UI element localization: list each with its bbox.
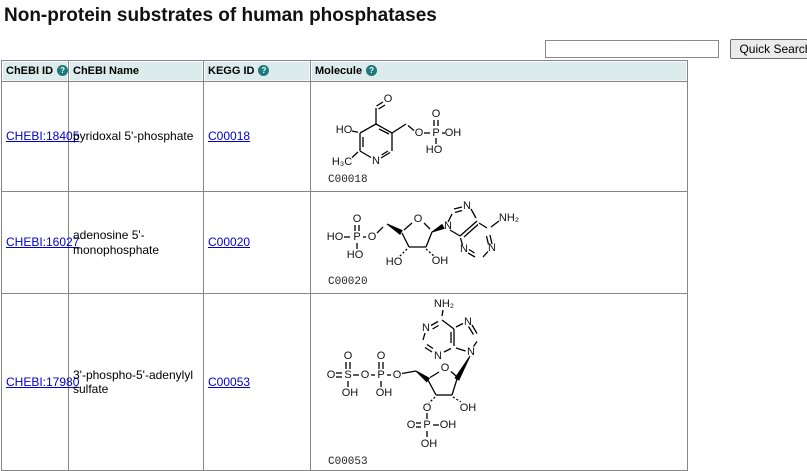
atom-label: O: [353, 212, 362, 224]
molecule-structure-c00020: HO P O HO O O HO OH N N N N NH₂ C00020: [327, 199, 519, 287]
kegg-id-link[interactable]: C00020: [208, 235, 251, 250]
atom-label: N: [372, 155, 380, 167]
column-header-label: ChEBI ID: [6, 65, 54, 77]
atom-label: HO: [347, 248, 364, 260]
atom-label: O: [377, 350, 386, 362]
substrates-table: ChEBI ID? ChEBI Name KEGG ID? Molecule? …: [1, 60, 688, 471]
atom-label: OH: [440, 419, 457, 431]
kegg-id-link[interactable]: C00018: [208, 129, 251, 144]
table-header-row: ChEBI ID? ChEBI Name KEGG ID? Molecule?: [1, 60, 688, 82]
atom-label: N: [422, 322, 430, 334]
atom-label: N: [488, 241, 496, 253]
quick-search-input[interactable]: [545, 40, 719, 58]
atom-label: P: [423, 419, 430, 431]
molecule-caption: C00020: [328, 275, 368, 287]
atom-label: O: [414, 212, 423, 224]
column-header-label: ChEBI Name: [73, 65, 140, 77]
kegg-id-cell: C00053: [203, 293, 311, 471]
table-row: CHEBI:16027 adenosine 5'-monophosphate C…: [1, 191, 688, 294]
atom-label: O: [384, 93, 393, 105]
atom-label: O: [393, 369, 402, 381]
atom-label: O: [432, 108, 441, 120]
atom-label: P: [377, 369, 384, 381]
atom-label: H₃C: [332, 156, 352, 168]
atom-label: HO: [336, 124, 353, 136]
kegg-id-cell: C00020: [203, 191, 311, 294]
atom-label: HO: [426, 144, 443, 156]
atom-label: O: [361, 369, 370, 381]
atom-label: HO: [327, 230, 344, 242]
kegg-id-link[interactable]: C00053: [208, 374, 251, 389]
atom-label: S: [344, 369, 351, 381]
molecule-caption: C00053: [328, 456, 368, 468]
quick-search-button[interactable]: Quick Search: [730, 39, 807, 59]
atom-label: O: [407, 419, 416, 431]
molecule-cell: O S O OH O P O OH O O N N N N NH₂ O O P …: [310, 293, 688, 471]
atom-label: N: [467, 346, 475, 358]
chebi-name-cell: 3'-phospho-5'-adenylyl sulfate: [68, 293, 204, 471]
atom-label: OH: [342, 387, 359, 399]
atom-label: NH₂: [499, 211, 519, 223]
chebi-name-cell: adenosine 5'-monophosphate: [68, 191, 204, 294]
column-header-label: KEGG ID: [208, 65, 255, 77]
column-header-label: Molecule: [315, 65, 363, 77]
atom-label: N: [464, 316, 472, 328]
chebi-name: pyridoxal 5'-phosphate: [73, 129, 194, 144]
molecule-structure-c00053: O S O OH O P O OH O O N N N N NH₂ O O P …: [327, 298, 478, 468]
column-header-molecule: Molecule?: [310, 60, 688, 82]
molecule-cell: HO P O HO O O HO OH N N N N NH₂ C00020: [310, 191, 688, 294]
atom-label: O: [344, 350, 353, 362]
chebi-name-cell: pyridoxal 5'-phosphate: [68, 81, 204, 192]
page-title: Non-protein substrates of human phosphat…: [4, 5, 437, 26]
atom-label: P: [353, 230, 360, 242]
atom-label: OH: [432, 254, 449, 266]
table-row: CHEBI:17980 3'-phospho-5'-adenylyl sulfa…: [1, 293, 688, 471]
atom-label: HO: [386, 255, 403, 267]
atom-label: O: [368, 230, 377, 242]
chebi-id-cell: CHEBI:18405: [1, 81, 79, 192]
atom-label: OH: [460, 402, 477, 414]
column-header-kegg-id: KEGG ID?: [203, 60, 311, 82]
help-icon[interactable]: ?: [57, 65, 68, 76]
molecule-caption: C00018: [328, 174, 368, 186]
search-bar: Quick Search: [545, 39, 807, 59]
atom-label: OH: [445, 127, 462, 139]
atom-label: N: [463, 199, 471, 211]
atom-label: P: [432, 127, 439, 139]
atom-label: O: [423, 402, 432, 414]
atom-label: OH: [376, 387, 393, 399]
chebi-id-link[interactable]: CHEBI:18405: [6, 129, 80, 144]
molecule-structure-c00018: O HO H₃C N O P O OH HO C00018: [328, 93, 462, 186]
atom-label: O: [327, 369, 336, 381]
atom-label: O: [441, 362, 450, 374]
chebi-id-link[interactable]: CHEBI:17980: [6, 374, 80, 389]
help-icon[interactable]: ?: [366, 65, 378, 76]
column-header-chebi-id: ChEBI ID?: [1, 60, 69, 82]
chebi-id-cell: CHEBI:17980: [1, 293, 79, 471]
chebi-name: 3'-phospho-5'-adenylyl sulfate: [73, 367, 193, 396]
atom-label: N: [460, 242, 468, 254]
chebi-id-cell: CHEBI:16027: [1, 191, 79, 294]
atom-label: O: [415, 127, 424, 139]
molecule-cell: O HO H₃C N O P O OH HO C00018: [310, 81, 688, 192]
help-icon[interactable]: ?: [258, 65, 270, 76]
atom-label: OH: [421, 438, 438, 450]
chebi-name: adenosine 5'-monophosphate: [73, 228, 160, 257]
table-row: CHEBI:18405 pyridoxal 5'-phosphate C0001…: [1, 81, 688, 192]
column-header-chebi-name: ChEBI Name: [68, 60, 204, 82]
atom-label: NH₂: [434, 298, 454, 310]
atom-label: N: [444, 219, 452, 231]
chebi-id-link[interactable]: CHEBI:16027: [6, 235, 80, 250]
atom-label: N: [434, 350, 442, 362]
kegg-id-cell: C00018: [203, 81, 311, 192]
